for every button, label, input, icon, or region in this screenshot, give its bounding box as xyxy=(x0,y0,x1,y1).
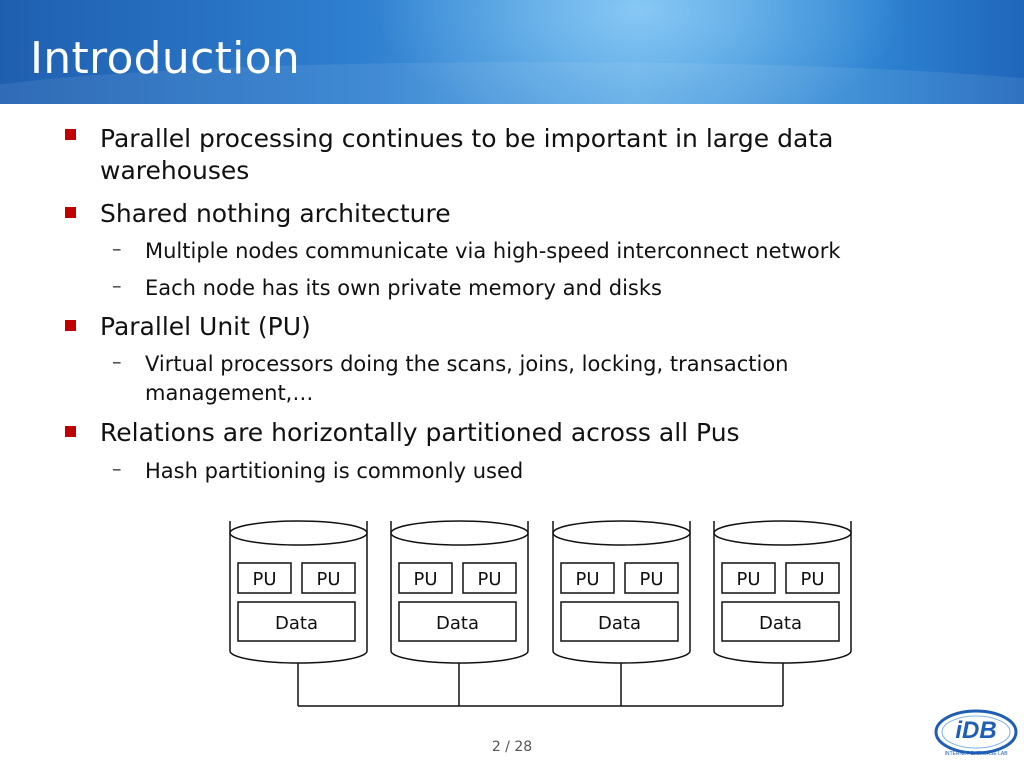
page-number: 2 / 28 xyxy=(491,739,533,755)
bullet-2-text: Shared nothing architecture xyxy=(100,199,451,228)
banner-glow xyxy=(380,0,900,104)
pu-label: PU xyxy=(252,569,276,590)
pu-box xyxy=(237,562,292,594)
idb-logo: iDB INTERNET DATABASE LAB xyxy=(934,709,1018,757)
dash-icon: – xyxy=(112,458,122,480)
pu-label: PU xyxy=(575,569,599,590)
square-bullet-icon xyxy=(65,320,76,331)
title-banner: Introduction xyxy=(0,0,1024,104)
pu-box xyxy=(301,562,356,594)
cylinder-top xyxy=(713,520,852,546)
data-label: Data xyxy=(598,613,641,634)
cylinder-top xyxy=(229,520,368,546)
square-bullet-icon xyxy=(65,426,76,437)
node-cylinder: PU PU Data xyxy=(552,520,691,664)
pu-box xyxy=(785,562,840,594)
node-cylinder: PU PU Data xyxy=(713,520,852,664)
cylinder-top xyxy=(552,520,691,546)
pu-label: PU xyxy=(316,569,340,590)
bullet-4-text: Relations are horizontally partitioned a… xyxy=(100,418,740,447)
data-box xyxy=(398,601,517,642)
node-cylinder: PU PU Data xyxy=(390,520,529,664)
data-label: Data xyxy=(436,613,479,634)
bullet-2-sub-1: Multiple nodes communicate via high-spee… xyxy=(145,239,841,263)
pu-label: PU xyxy=(736,569,760,590)
pu-box xyxy=(462,562,517,594)
data-box xyxy=(237,601,356,642)
pu-box xyxy=(721,562,776,594)
dash-icon: – xyxy=(112,238,122,260)
bullet-3-text: Parallel Unit (PU) xyxy=(100,312,311,341)
interconnect-network xyxy=(297,663,784,707)
logo-ring-text: INTERNET DATABASE LAB xyxy=(944,751,1008,757)
square-bullet-icon xyxy=(65,207,76,218)
slide-title: Introduction xyxy=(30,33,301,84)
bullet-4-sub-1: Hash partitioning is commonly used xyxy=(145,459,524,483)
pu-box xyxy=(398,562,453,594)
dash-icon: – xyxy=(112,351,122,373)
bullet-3-sub-1: Virtual processors doing the scans, join… xyxy=(145,352,789,405)
data-label: Data xyxy=(275,613,318,634)
dash-icon: – xyxy=(112,275,122,297)
node-cylinder: PU PU Data xyxy=(229,520,368,664)
bullet-1-text: Parallel processing continues to be impo… xyxy=(100,124,834,185)
pu-label: PU xyxy=(413,569,437,590)
cylinder-top xyxy=(390,520,529,546)
bullet-2-sub-2: Each node has its own private memory and… xyxy=(145,276,662,300)
pu-box xyxy=(560,562,615,594)
pu-label: PU xyxy=(639,569,663,590)
pu-label: PU xyxy=(800,569,824,590)
data-box xyxy=(721,601,840,642)
pu-box xyxy=(624,562,679,594)
data-box xyxy=(560,601,679,642)
square-bullet-icon xyxy=(65,129,76,140)
data-label: Data xyxy=(759,613,802,634)
pu-label: PU xyxy=(477,569,501,590)
logo-text: iDB xyxy=(955,717,996,744)
